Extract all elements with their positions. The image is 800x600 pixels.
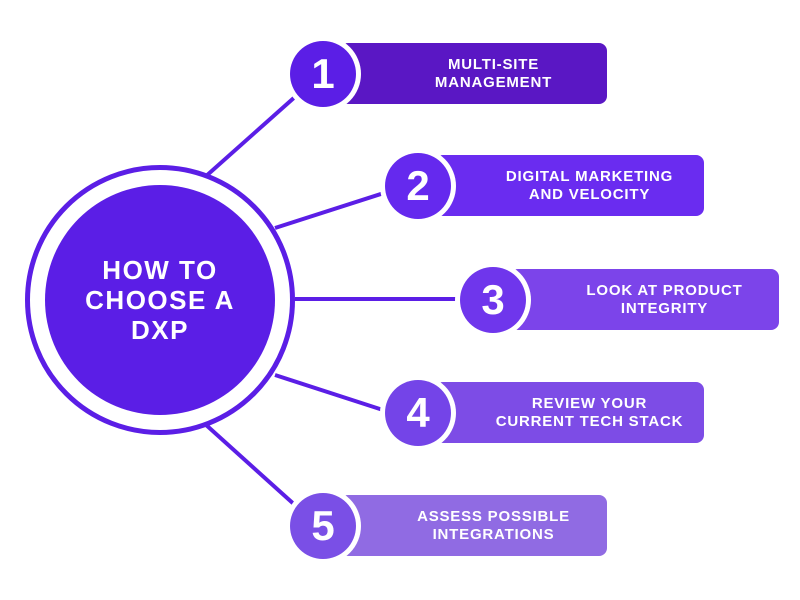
step-5-label: ASSESS POSSIBLE INTEGRATIONS (417, 507, 570, 543)
step-5-badge: 5 (285, 488, 361, 564)
step-4-number: 4 (385, 380, 451, 446)
connector-line-5 (203, 422, 298, 508)
step-2-badge: 2 (380, 148, 456, 224)
hub-circle: HOW TO CHOOSE A DXP (45, 185, 275, 415)
step-2-label: DIGITAL MARKETING AND VELOCITY (505, 167, 674, 203)
step-4-label: REVIEW YOUR CURRENT TECH STACK (495, 394, 684, 430)
step-1-pill: MULTI-SITE MANAGEMENT (340, 43, 607, 104)
step-4-pill: REVIEW YOUR CURRENT TECH STACK (435, 382, 704, 443)
step-2-number: 2 (385, 153, 451, 219)
step-3-badge: 3 (455, 262, 531, 338)
step-1-number: 1 (290, 41, 356, 107)
connector-line-2 (274, 190, 388, 230)
connector-line-4 (274, 373, 387, 413)
step-2-pill: DIGITAL MARKETING AND VELOCITY (435, 155, 704, 216)
step-3-label: LOOK AT PRODUCT INTEGRITY (586, 281, 743, 317)
hub-title: HOW TO CHOOSE A DXP (85, 255, 235, 345)
step-4-badge: 4 (380, 375, 456, 451)
step-3-number: 3 (460, 267, 526, 333)
step-5-number: 5 (290, 493, 356, 559)
step-5-pill: ASSESS POSSIBLE INTEGRATIONS (340, 495, 607, 556)
connector-line-1 (203, 94, 298, 179)
step-1-label: MULTI-SITE MANAGEMENT (434, 55, 553, 91)
step-1-badge: 1 (285, 36, 361, 112)
step-3-pill: LOOK AT PRODUCT INTEGRITY (510, 269, 779, 330)
